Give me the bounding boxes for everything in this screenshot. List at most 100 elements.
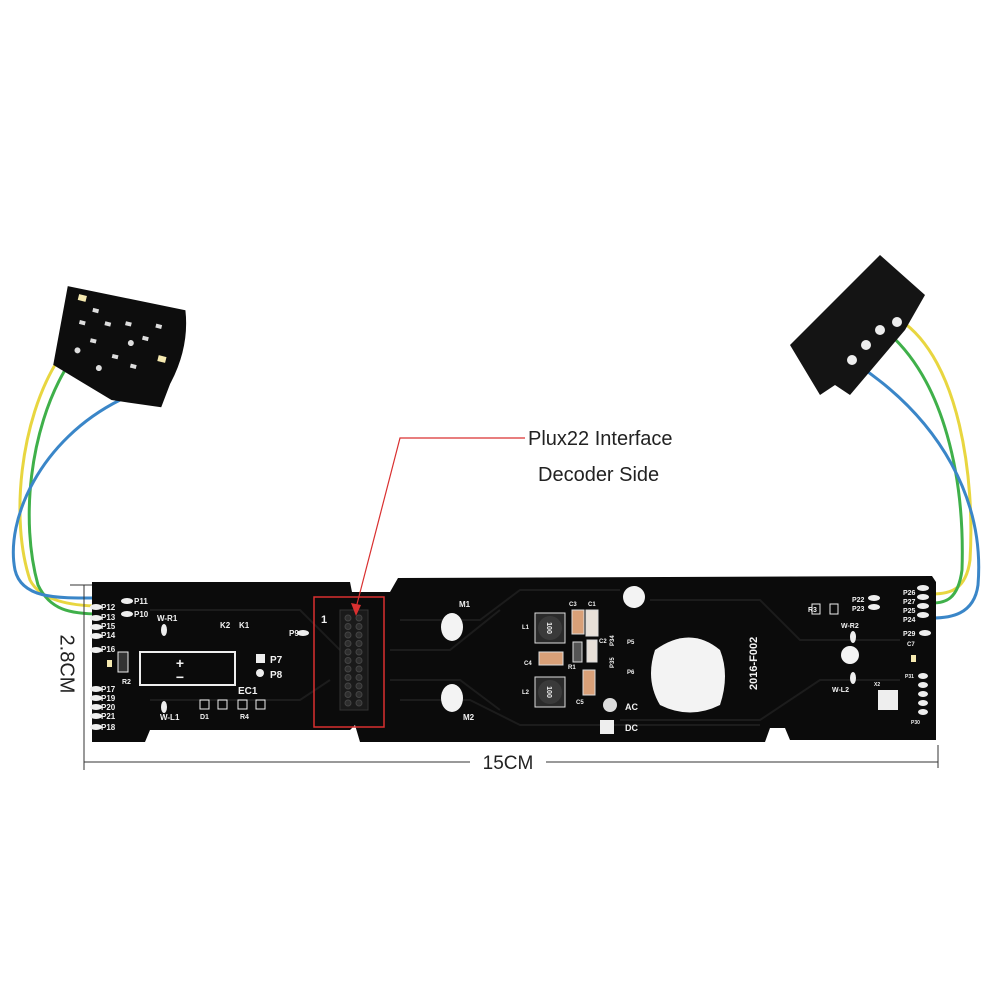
plux-pin-hole — [355, 674, 363, 681]
label-p16: P16 — [101, 645, 116, 654]
callout-highlight-box — [313, 596, 385, 728]
label-r4: R4 — [240, 714, 249, 721]
dimension-markers — [70, 584, 939, 770]
label-p20: P20 — [101, 703, 116, 712]
plux-pin-hole — [355, 682, 363, 690]
plux-pin-hole — [344, 665, 352, 673]
label-c4: C4 — [524, 661, 532, 667]
label-l2: L2 — [522, 690, 530, 696]
label-m1: M1 — [459, 600, 471, 609]
label-p6: P6 — [627, 670, 635, 676]
label-ec1: EC1 — [238, 686, 258, 697]
label-p30: P30 — [911, 720, 920, 726]
label-p25: P25 — [903, 608, 916, 615]
label-dc: DC — [625, 723, 638, 733]
label-p15: P15 — [101, 622, 116, 631]
main-board: 100 100 — [90, 576, 936, 742]
connector-x2 — [878, 690, 898, 710]
label-p26: P26 — [903, 590, 916, 597]
label-p19: P19 — [101, 694, 116, 703]
label-p31: P31 — [905, 674, 914, 680]
label-p11: P11 — [134, 597, 148, 606]
plux-pin-hole — [344, 614, 352, 622]
label-k1: K1 — [239, 621, 250, 630]
label-pin1: 1 — [321, 614, 327, 626]
plux-pin-hole — [344, 631, 352, 639]
plux-pin-hole — [344, 691, 352, 698]
label-w-r1: W-R1 — [157, 614, 178, 623]
label-p13: P13 — [101, 613, 116, 622]
plux-pin-hole — [344, 648, 352, 656]
callout-subtitle: Decoder Side — [538, 464, 659, 486]
label-p21: P21 — [101, 712, 116, 721]
label-c7: C7 — [907, 642, 915, 648]
label-p18: P18 — [101, 723, 116, 732]
label-model-marking: 2016-F002 — [748, 637, 760, 690]
plux-pin-hole — [344, 682, 352, 690]
plux-pin-hole — [355, 657, 363, 664]
width-dimension-label: 15CM — [483, 753, 534, 774]
label-c5: C5 — [576, 700, 584, 706]
label-p9: P9 — [289, 629, 299, 638]
plux-pin-hole — [355, 699, 363, 707]
label-p17: P17 — [101, 685, 116, 694]
label-ac: AC — [625, 702, 638, 712]
label-x2: X2 — [874, 682, 880, 688]
label-c2: C2 — [599, 639, 607, 645]
label-l1: L1 — [522, 625, 530, 631]
label-r1: R1 — [568, 665, 576, 671]
plux-pin-hole — [355, 691, 363, 698]
label-w-l1: W-L1 — [160, 713, 180, 722]
label-p10: P10 — [134, 610, 149, 619]
plux-pin-hole — [355, 648, 363, 656]
label-p12: P12 — [101, 603, 116, 612]
inductor-value-l1: 100 — [545, 622, 552, 634]
plux-pin-hole — [344, 623, 352, 630]
label-plus: + — [176, 655, 184, 671]
label-p27: P27 — [903, 599, 916, 606]
label-minus: − — [176, 669, 184, 685]
plux-pin-hole — [344, 657, 352, 664]
callout-leader-line — [355, 437, 525, 609]
label-p8: P8 — [270, 670, 283, 681]
callout-title: Plux22 Interface — [528, 428, 673, 450]
label-p29: P29 — [903, 631, 916, 638]
plux-pin-hole — [355, 623, 363, 630]
label-c3: C3 — [569, 602, 577, 608]
label-p23: P23 — [852, 606, 865, 613]
plux-pin-hole — [344, 699, 352, 707]
left-wires — [11, 359, 121, 616]
plux-pin-hole — [355, 631, 363, 639]
plux22-connector — [339, 609, 369, 711]
plux-pin-hole — [355, 614, 363, 622]
label-p7: P7 — [270, 655, 283, 666]
height-dimension-label: 2.8CM — [56, 635, 78, 694]
label-w-l2: W-L2 — [832, 687, 849, 694]
plux22-callout: Plux22 Interface Decoder Side — [313, 428, 673, 728]
label-c1: C1 — [588, 602, 596, 608]
plux-pin-hole — [355, 665, 363, 673]
silkscreen-labels: P12 P13 P15 P14 P16 P17 P19 P20 P21 P18 … — [101, 590, 920, 733]
label-d1: D1 — [200, 714, 209, 721]
right-wires — [857, 318, 981, 620]
label-k2: K2 — [220, 621, 231, 630]
label-r3: R3 — [808, 607, 817, 614]
label-m2: M2 — [463, 713, 475, 722]
label-p14: P14 — [101, 631, 116, 640]
label-p22: P22 — [852, 597, 865, 604]
label-p24: P24 — [903, 617, 916, 624]
callout-arrowhead — [351, 603, 361, 616]
label-r2: R2 — [122, 679, 131, 686]
plux-pin-hole — [344, 674, 352, 681]
capacitor-outline-ec1 — [139, 651, 236, 686]
plux-pin-hole — [344, 640, 352, 647]
label-p5: P5 — [627, 640, 635, 646]
label-p34: P34 — [610, 635, 616, 646]
plux-pin-hole — [355, 640, 363, 647]
label-w-r2: W-R2 — [841, 623, 859, 630]
inductor-value-l2: 100 — [545, 686, 552, 698]
left-light-board — [53, 286, 187, 408]
right-light-board — [790, 255, 925, 395]
